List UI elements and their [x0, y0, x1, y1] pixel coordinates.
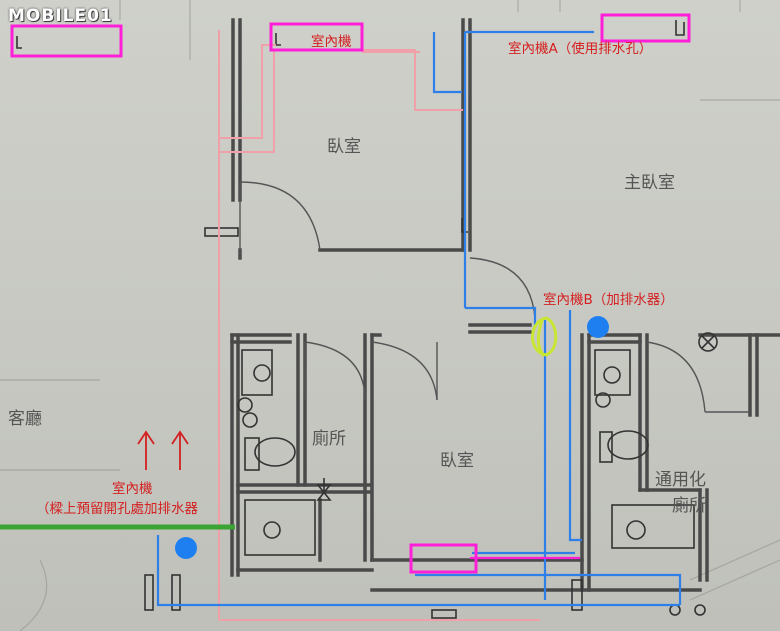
highlight-scribble [531, 316, 558, 358]
annotation-indoor-unit-c-2: （樑上預留開孔處加排水器 [36, 501, 198, 517]
annotation-indoor-unit-c-1: 室內機 [112, 481, 153, 497]
annotation-indoor-unit: 室內機 [311, 34, 352, 50]
room-label-master-bedroom: 主臥室 [624, 173, 675, 193]
blue-pipes [156, 30, 682, 607]
room-label-living-room: 客廳 [8, 409, 42, 429]
watermark-logo: MOBILE01 [8, 6, 113, 26]
pink-pipes [218, 30, 540, 621]
room-label-universal-toilet-1: 通用化 [655, 470, 706, 490]
walls [230, 18, 780, 592]
doors [239, 181, 750, 413]
room-label-universal-toilet-2: 廁所 [672, 496, 706, 516]
red-arrows [137, 430, 189, 470]
room-label-bedroom-2: 臥室 [440, 451, 474, 471]
room-label-toilet: 廁所 [312, 429, 346, 449]
drain-dot [175, 537, 197, 559]
annotation-indoor-unit-a: 室內機A（使用排水孔） [508, 41, 653, 57]
drain-dot [587, 316, 609, 338]
room-label-bedroom: 臥室 [327, 137, 361, 157]
fixtures [144, 227, 718, 619]
annotation-indoor-unit-b: 室內機B（加排水器） [543, 292, 674, 308]
indoor-unit-highlight-boxes [10, 13, 691, 574]
